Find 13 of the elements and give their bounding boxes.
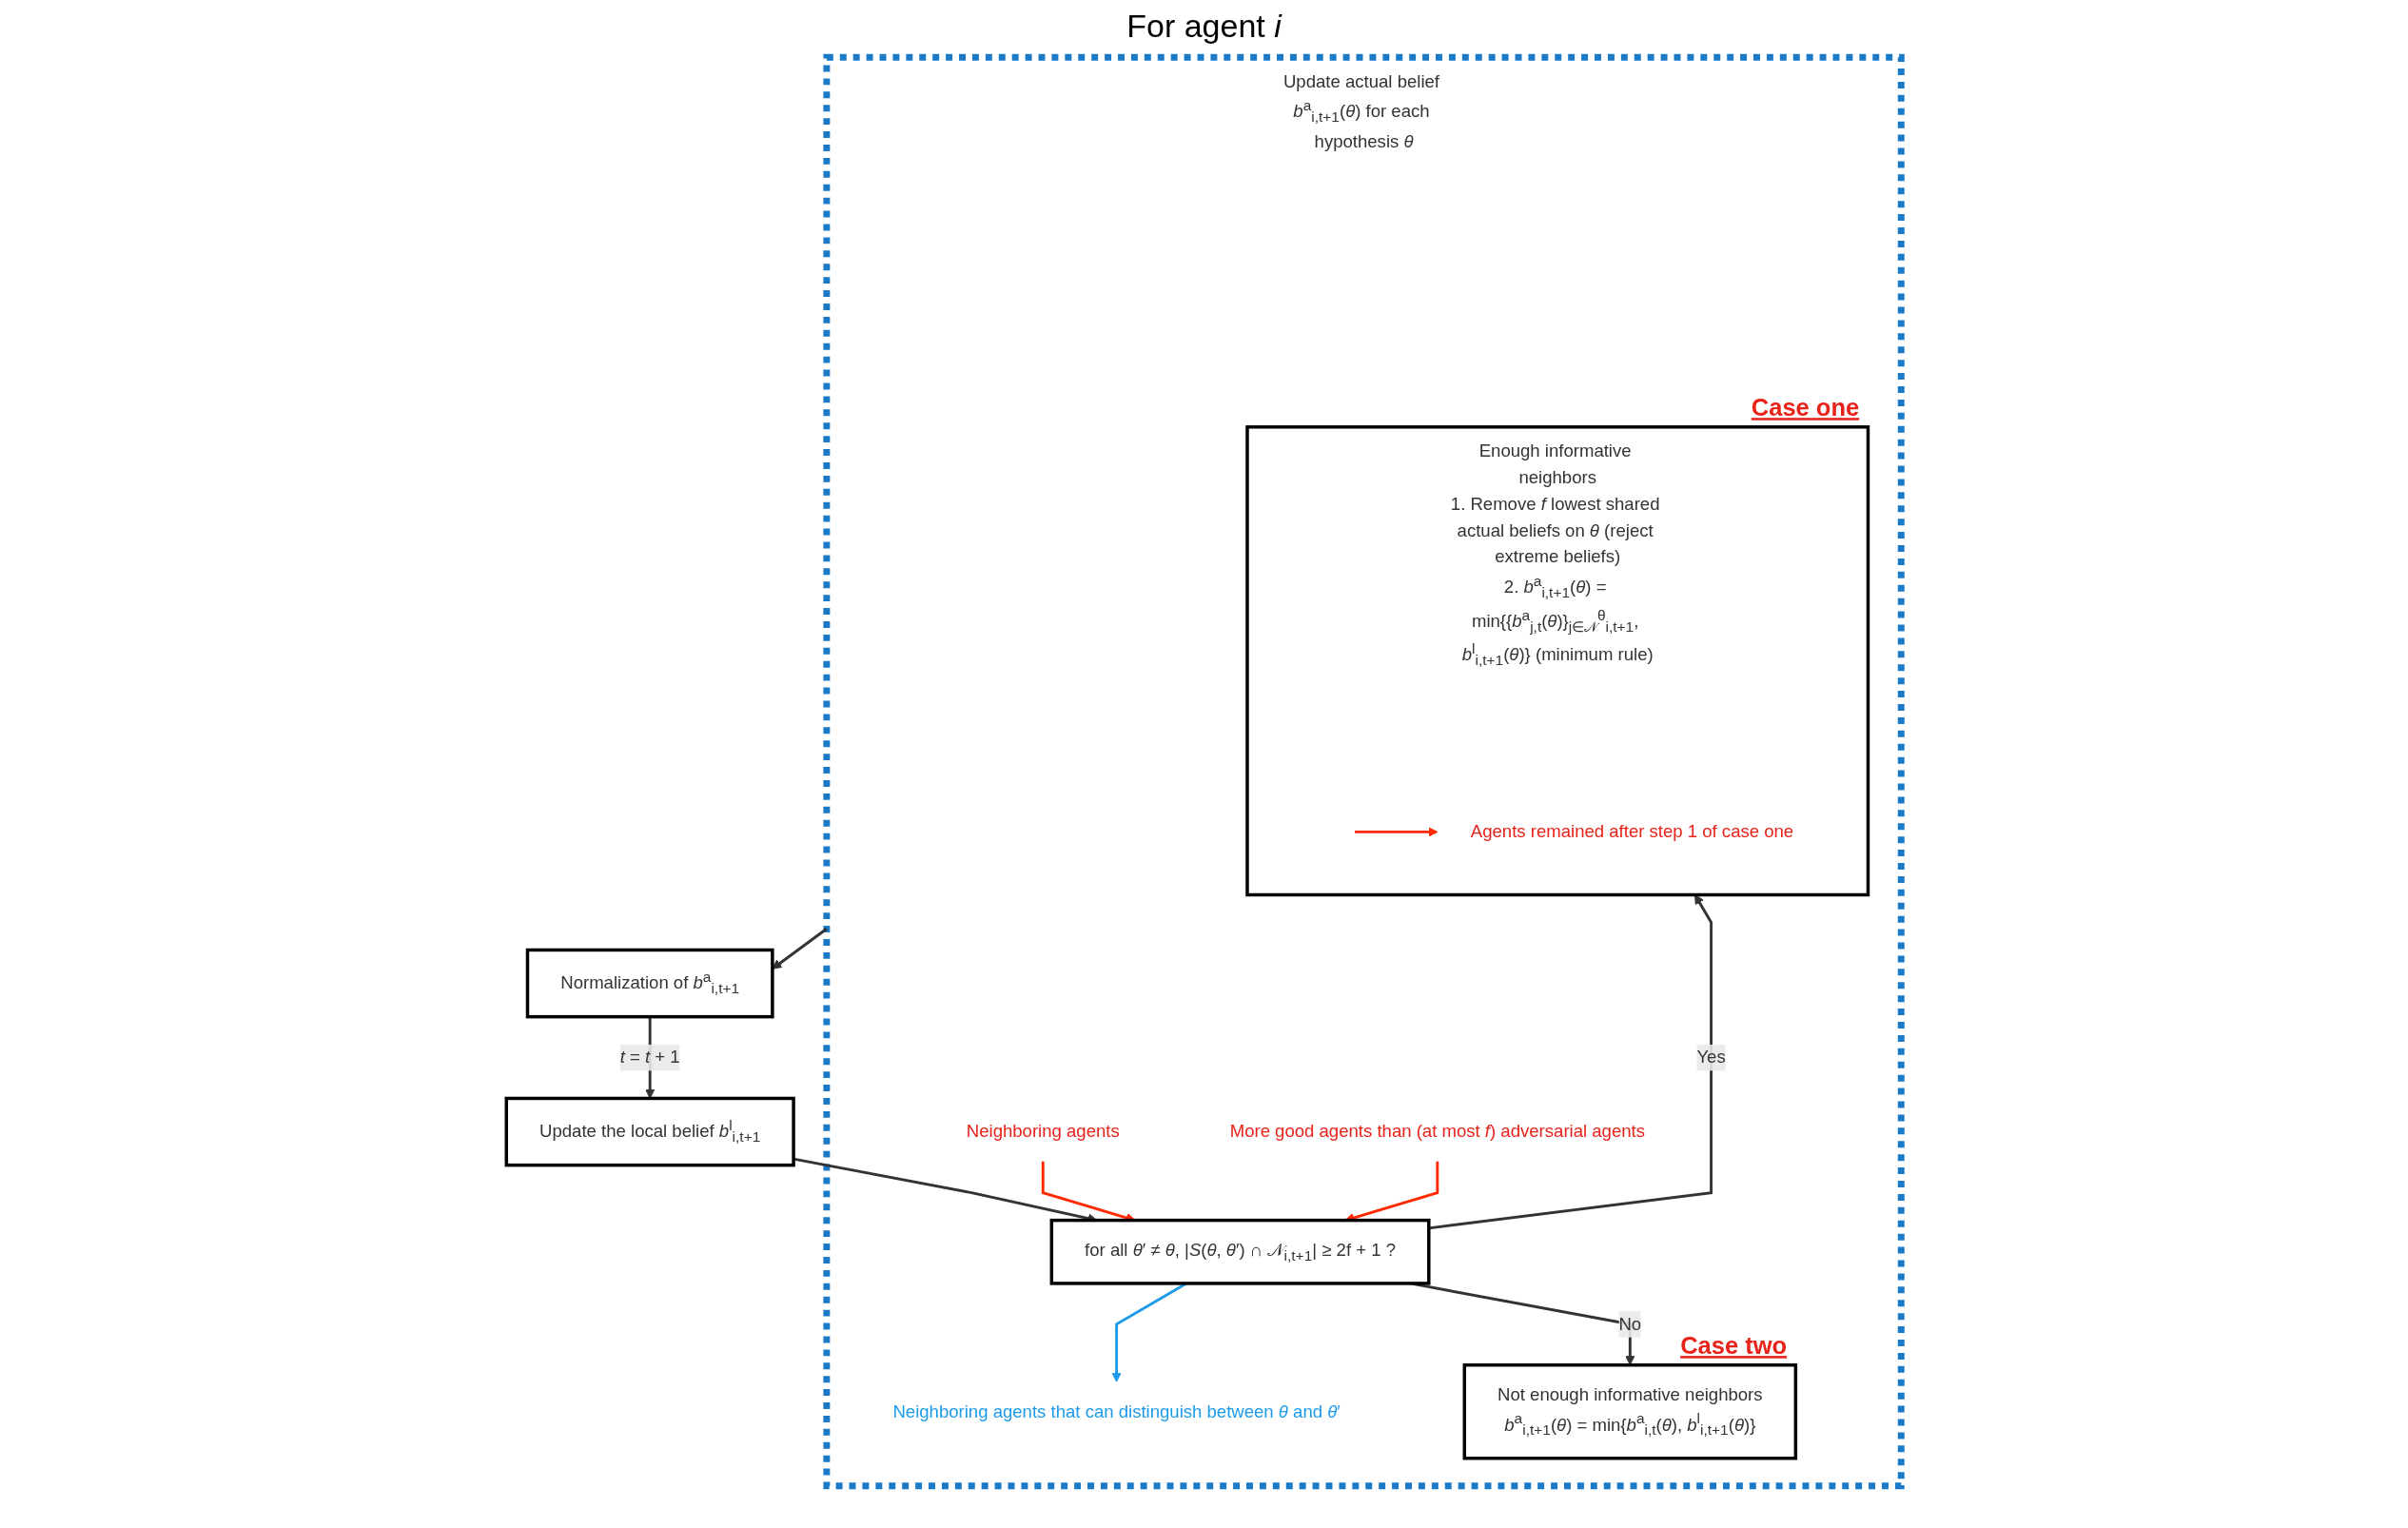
node-text: Agents remained after step 1 of case one: [1471, 821, 1794, 841]
edge-label: No: [1618, 1314, 1642, 1334]
node-box: for all θ′ ≠ θ, |S(θ, θ′) ∩ 𝒩$_{i,t+1}$| ≥ 2f + 1 ?: [1049, 1218, 1431, 1285]
diagram-title: For agent i: [1126, 7, 1283, 46]
case-heading: Case two: [1680, 1332, 1788, 1360]
node-text: Neighboring agents: [967, 1122, 1120, 1141]
arrow: [1355, 827, 1439, 837]
case-heading: Case one: [1752, 394, 1860, 421]
node-box: Not enough informative neighbors b$^{a}$$_{i,t+1}$(θ) = min{b$^{a}$$_{i,t}$(θ), b$^{l}$$_{i,t+1}$(θ)}: [1462, 1363, 1798, 1460]
node-text: Neighboring agents that can distinguish between θ and θ′: [892, 1401, 1341, 1420]
node-text: More good agents than (at most f) adversarial agents: [1229, 1122, 1646, 1141]
edge-label: t = t + 1: [619, 1048, 680, 1067]
edge-label: Yes: [1696, 1048, 1726, 1067]
